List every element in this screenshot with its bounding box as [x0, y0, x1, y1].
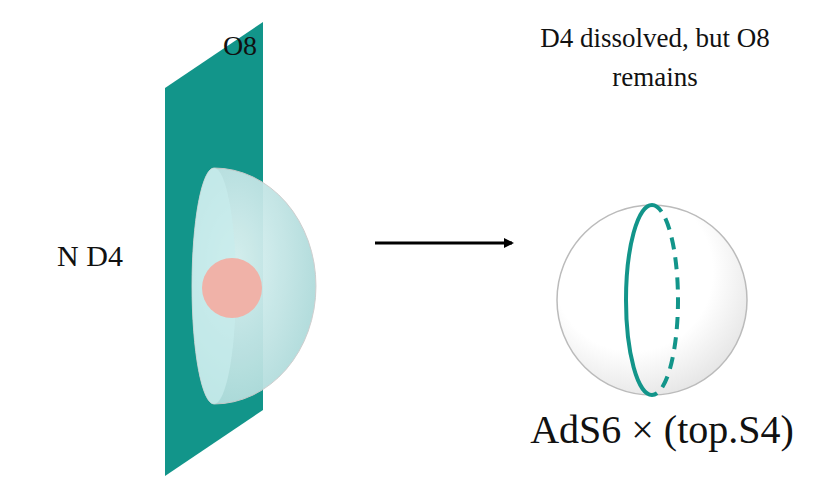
d4-hemisphere — [192, 168, 316, 404]
d4-stack — [202, 258, 262, 318]
arrow — [375, 242, 512, 245]
plane-label: O8 — [223, 26, 257, 67]
s4-sphere — [557, 205, 747, 395]
d4-label: N D4 — [57, 234, 123, 278]
o8-locus-front — [626, 205, 652, 395]
o8-locus-back — [652, 205, 678, 395]
spacetime-label: AdS6 × (top.S4) — [530, 401, 794, 459]
caption-label: D4 dissolved, but O8 remains — [510, 19, 800, 97]
